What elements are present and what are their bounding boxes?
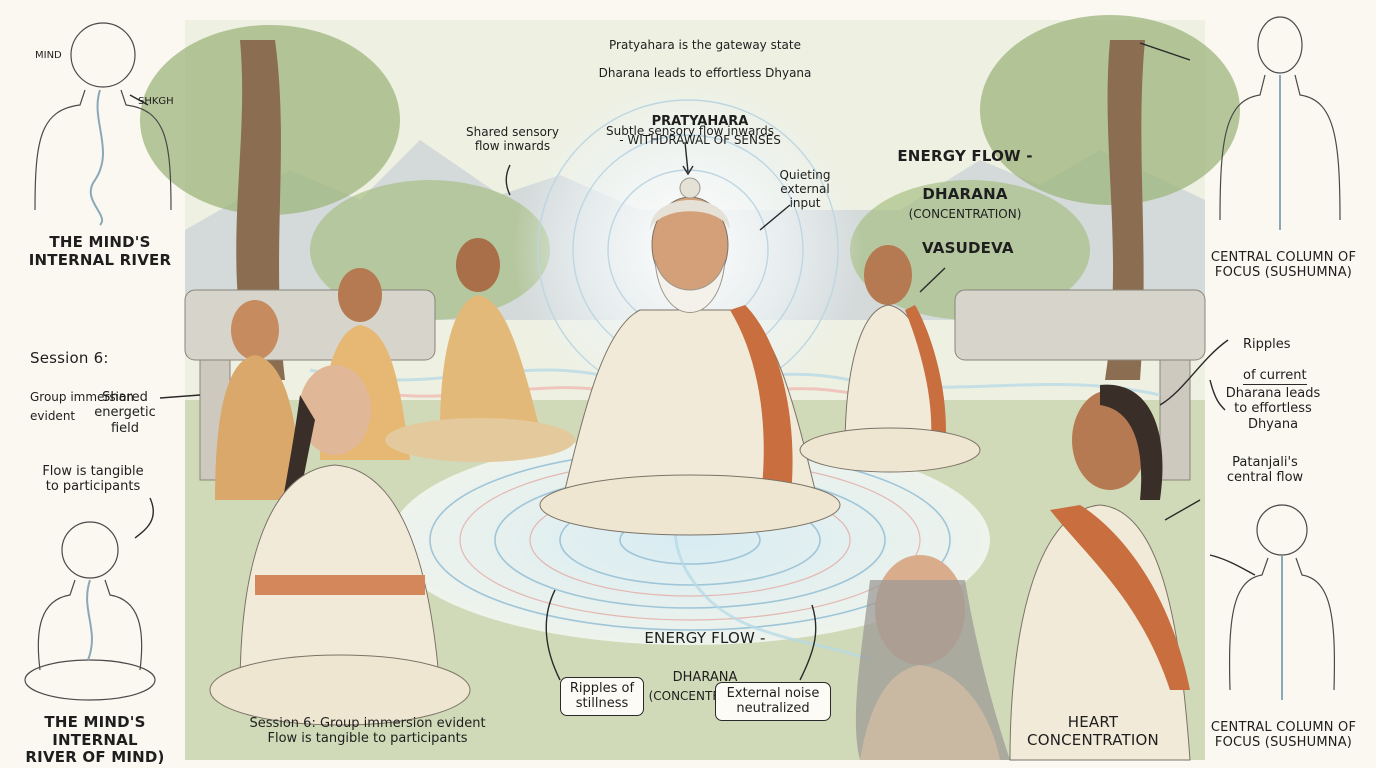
ripples-stillness-box: Ripples of stillness <box>560 677 644 716</box>
body-sketch-top-right <box>1219 16 1341 230</box>
subtle-flow-label: Subtle sensory flow inwards <box>606 124 774 138</box>
central-column-top-label: CENTRAL COLUMN OF FOCUS (SUSHUMNA) <box>1210 250 1357 281</box>
ripple-pool <box>390 435 990 645</box>
ripples-current-rest: of current <box>1243 367 1307 385</box>
shkgh-label: SHKGH <box>138 96 174 107</box>
quieting-label: Quieting external input <box>779 168 831 211</box>
central-guru-figure <box>539 177 841 536</box>
minds-river-title-bottom: THE MIND'S INTERNAL RIVER OF MIND) <box>25 713 165 767</box>
minds-river-title-top: THE MIND'S INTERNAL RIVER <box>28 233 172 269</box>
energy-flow-top-label: ENERGY FLOW - DHARANA (CONCENTRATION) <box>850 128 1080 222</box>
session6-bottom-caption: Session 6: Group immersion evident Flow … <box>249 716 486 747</box>
top-caption-line-2: Dharana leads to effortless Dhyana <box>598 66 812 81</box>
top-caption-line-1: Pratyahara is the gateway state <box>609 38 801 53</box>
dharana-top-subtitle: (CONCENTRATION) <box>908 206 1022 221</box>
shared-field-label: Shared energetic field <box>94 390 156 436</box>
annotation-arrows <box>129 42 1256 681</box>
body-sketch-bottom-right <box>1228 504 1336 700</box>
session6-subtitle: Group immersion evident <box>30 389 134 423</box>
pratyahara-heading: PRATYAHARA - WITHDRAWAL OF SENSES <box>540 92 860 149</box>
pratyahara-title: PRATYAHARA <box>651 113 749 129</box>
stone-bench-right <box>954 289 1206 481</box>
dharana-top-title: DHARANA <box>922 184 1008 203</box>
central-column-bottom-label: CENTRAL COLUMN OF FOCUS (SUSHUMNA) <box>1210 720 1357 751</box>
top-caption: Pratyahara is the gateway state Dharana … <box>560 24 850 81</box>
mind-label: MIND <box>35 50 62 61</box>
heart-concentration-label: HEART CONCENTRATION <box>1027 713 1159 749</box>
external-noise-box: External noise neutralized <box>715 682 831 721</box>
disciple-figures <box>209 238 1191 761</box>
shared-sensory-label: Shared sensory flow inwards <box>466 125 559 154</box>
ripples-current-label: Ripples of current <box>1243 322 1307 385</box>
patanjali-label: Patanjali's central flow <box>1226 455 1304 486</box>
energy-flow-bottom-title: ENERGY FLOW - <box>644 628 766 647</box>
body-sketch-bottom-left <box>24 521 156 701</box>
dharana-bottom-title: DHARANA <box>672 669 738 685</box>
session6-title: Session 6: <box>30 348 109 367</box>
energy-flow-top-title: ENERGY FLOW - <box>897 146 1033 165</box>
session6-block: Session 6: Group immersion evident <box>30 330 134 424</box>
dharana-dhyana-label: Dharana leads to effortless Dhyana <box>1225 386 1321 432</box>
vasudeva-label: VASUDEVA <box>922 239 1014 257</box>
ripples-current-word: Ripples <box>1243 337 1291 353</box>
body-sketch-top-left <box>34 22 172 226</box>
flow-tangible-label: Flow is tangible to participants <box>42 464 144 495</box>
pratyahara-subtitle: - WITHDRAWAL OF SENSES <box>619 132 781 147</box>
